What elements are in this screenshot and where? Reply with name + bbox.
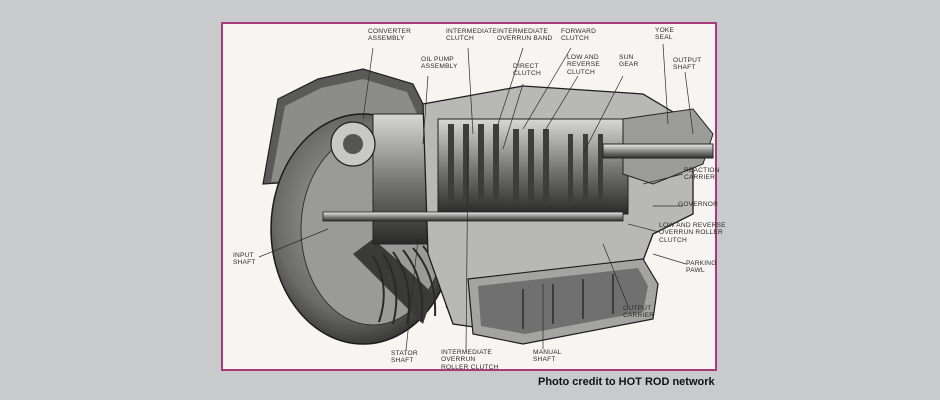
transmission-cutaway-illustration (258, 43, 714, 353)
oil-pan (467, 258, 659, 345)
leader-lines (258, 43, 694, 353)
pump-section (330, 113, 434, 245)
tail-housing (602, 108, 714, 185)
label-governor: GOVERNOR (678, 201, 719, 208)
photo-credit: Photo credit to HOT ROD network (538, 376, 715, 388)
input-shaft (322, 211, 624, 222)
